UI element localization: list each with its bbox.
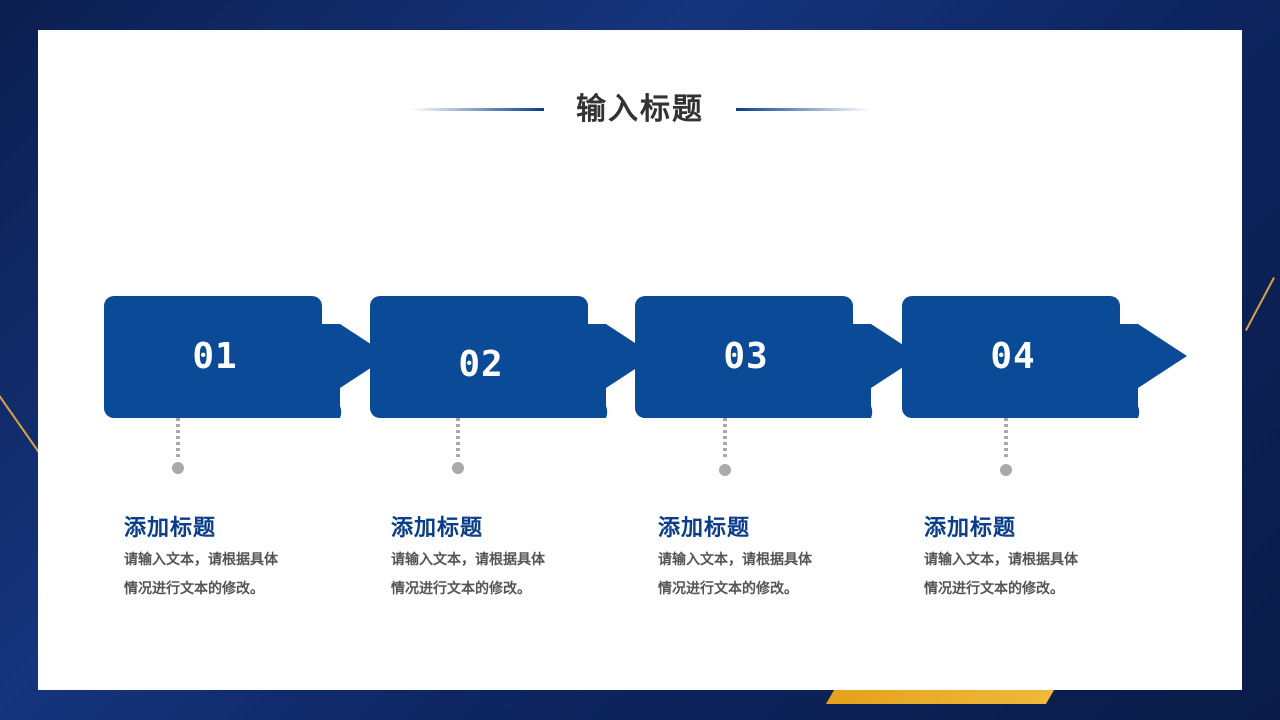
step-4-description: 请输入文本，请根据具体 情况进行文本的修改。 bbox=[924, 546, 1114, 604]
step-3-description: 请输入文本，请根据具体 情况进行文本的修改。 bbox=[658, 546, 848, 604]
step-4-desc-line-1: 请输入文本，请根据具体 bbox=[924, 552, 1078, 568]
step-3-desc-line-1: 请输入文本，请根据具体 bbox=[658, 552, 812, 568]
step-2-description: 请输入文本，请根据具体 情况进行文本的修改。 bbox=[391, 546, 581, 604]
step-2-title: 添加标题 bbox=[391, 516, 484, 541]
step-3-number: 03 bbox=[723, 336, 769, 377]
step-4: 04 bbox=[902, 296, 1202, 426]
step-2-desc-line-1: 请输入文本，请根据具体 bbox=[391, 552, 545, 568]
step-4-number: 04 bbox=[990, 336, 1036, 377]
step-1-dot bbox=[172, 462, 184, 474]
page-title: 输入标题 bbox=[576, 92, 704, 127]
step-1-title: 添加标题 bbox=[124, 516, 217, 541]
step-1-description: 请输入文本，请根据具体 情况进行文本的修改。 bbox=[124, 546, 314, 604]
decor-gold-band-bottom bbox=[825, 690, 1055, 704]
step-3: 03 bbox=[635, 296, 935, 426]
step-2-number: 02 bbox=[458, 344, 504, 385]
step-2-dot bbox=[452, 462, 464, 474]
step-1-desc-line-2: 情况进行文本的修改。 bbox=[124, 581, 264, 597]
step-3-desc-line-2: 情况进行文本的修改。 bbox=[658, 581, 798, 597]
step-1-arrow-shape bbox=[104, 296, 389, 418]
step-4-arrow-shape bbox=[902, 296, 1187, 418]
step-1: 01 bbox=[104, 296, 404, 426]
step-2-desc-line-2: 情况进行文本的修改。 bbox=[391, 581, 531, 597]
step-3-connector bbox=[723, 418, 727, 460]
step-4-desc-line-2: 情况进行文本的修改。 bbox=[924, 581, 1064, 597]
title-decor-line-left bbox=[410, 108, 544, 111]
step-2-connector bbox=[456, 418, 460, 460]
step-3-arrow-shape bbox=[635, 296, 920, 418]
step-3-title: 添加标题 bbox=[658, 516, 751, 541]
step-4-connector bbox=[1004, 418, 1008, 460]
step-4-title: 添加标题 bbox=[924, 516, 1017, 541]
step-1-connector bbox=[176, 418, 180, 460]
step-2-arrow-shape bbox=[370, 296, 655, 418]
step-1-number: 01 bbox=[192, 336, 238, 377]
slide-canvas: 输入标题 01 02 03 04 添加标题 请输入文本 bbox=[38, 30, 1242, 690]
step-4-dot bbox=[1000, 464, 1012, 476]
step-1-desc-line-1: 请输入文本，请根据具体 bbox=[124, 552, 278, 568]
step-2: 02 bbox=[370, 296, 670, 426]
step-3-dot bbox=[719, 464, 731, 476]
title-area: 输入标题 bbox=[38, 92, 1242, 128]
title-decor-line-right bbox=[736, 108, 870, 111]
